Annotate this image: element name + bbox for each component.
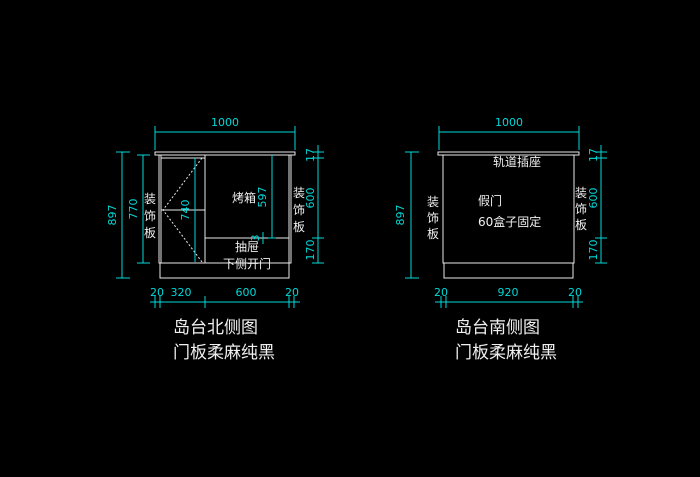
door-height-dim: 740 (179, 158, 196, 262)
cabinet-outline (437, 151, 580, 279)
box-note: 60盒子固定 (478, 214, 541, 229)
socket-label: 轨道插座 (493, 154, 541, 169)
svg-text:装: 装 (427, 195, 439, 209)
gap-label: 3 (249, 235, 262, 242)
right-panel-label: 装 饰 板 (575, 186, 587, 232)
svg-text:饰: 饰 (427, 211, 439, 225)
bottom-dims: 20 320 600 20 (150, 286, 300, 308)
left-panel-label: 装 饰 板 (144, 192, 156, 240)
svg-text:20: 20 (434, 286, 448, 299)
door-height-label: 740 (179, 200, 192, 221)
svg-text:770: 770 (127, 199, 140, 220)
south-caption-title: 岛台南侧图 (455, 318, 540, 338)
oven-height-label: 597 (256, 187, 269, 208)
svg-text:装: 装 (575, 186, 587, 200)
svg-text:897: 897 (394, 205, 407, 226)
svg-text:920: 920 (498, 286, 519, 299)
drawer-note: 下侧开门 (223, 256, 271, 271)
svg-text:17: 17 (304, 148, 317, 162)
svg-text:170: 170 (587, 240, 600, 261)
svg-text:板: 板 (575, 218, 587, 232)
south-view: 1000 轨道插座 假门 60盒子固定 装 饰 板 装 饰 板 897 (394, 116, 607, 363)
svg-text:饰: 饰 (293, 203, 305, 217)
total-height-dim: 897 (106, 151, 130, 279)
svg-text:20: 20 (150, 286, 164, 299)
south-caption-finish: 门板柔麻纯黑 (455, 343, 557, 363)
north-caption-finish: 门板柔麻纯黑 (173, 343, 275, 363)
svg-text:600: 600 (304, 188, 317, 209)
width-dimension: 1000 (438, 116, 580, 150)
fake-door-label: 假门 (478, 193, 502, 208)
svg-text:饰: 饰 (144, 209, 156, 223)
svg-text:170: 170 (304, 240, 317, 261)
oven-height-dim: 597 3 (249, 155, 276, 244)
total-height-dim: 897 (394, 151, 419, 279)
width-dim-label: 1000 (211, 116, 239, 129)
body-height-dim: 770 (127, 154, 150, 264)
svg-text:板: 板 (293, 220, 305, 234)
svg-text:装: 装 (293, 186, 305, 200)
svg-text:饰: 饰 (575, 202, 587, 216)
right-dims: 17 600 170 (304, 145, 324, 264)
svg-text:装: 装 (144, 192, 156, 206)
svg-text:600: 600 (587, 188, 600, 209)
svg-text:20: 20 (568, 286, 582, 299)
width-dimension: 1000 (154, 116, 296, 150)
svg-text:320: 320 (171, 286, 192, 299)
bottom-dims: 20 920 20 (434, 286, 583, 308)
svg-text:600: 600 (236, 286, 257, 299)
svg-text:板: 板 (144, 226, 156, 240)
left-panel-label: 装 饰 板 (427, 195, 439, 241)
svg-text:897: 897 (106, 205, 119, 226)
svg-text:20: 20 (285, 286, 299, 299)
north-caption-title: 岛台北侧图 (173, 318, 258, 338)
right-dims: 17 600 170 (587, 145, 607, 264)
oven-label: 烤箱 (232, 190, 256, 205)
svg-text:17: 17 (587, 148, 600, 162)
svg-text:1000: 1000 (495, 116, 523, 129)
right-panel-label: 装 饰 板 (293, 186, 305, 234)
north-view: 1000 740 597 3 烤箱 抽屉 下侧开门 (106, 116, 324, 363)
drawer-label: 抽屉 (235, 240, 259, 254)
svg-text:板: 板 (427, 227, 439, 241)
